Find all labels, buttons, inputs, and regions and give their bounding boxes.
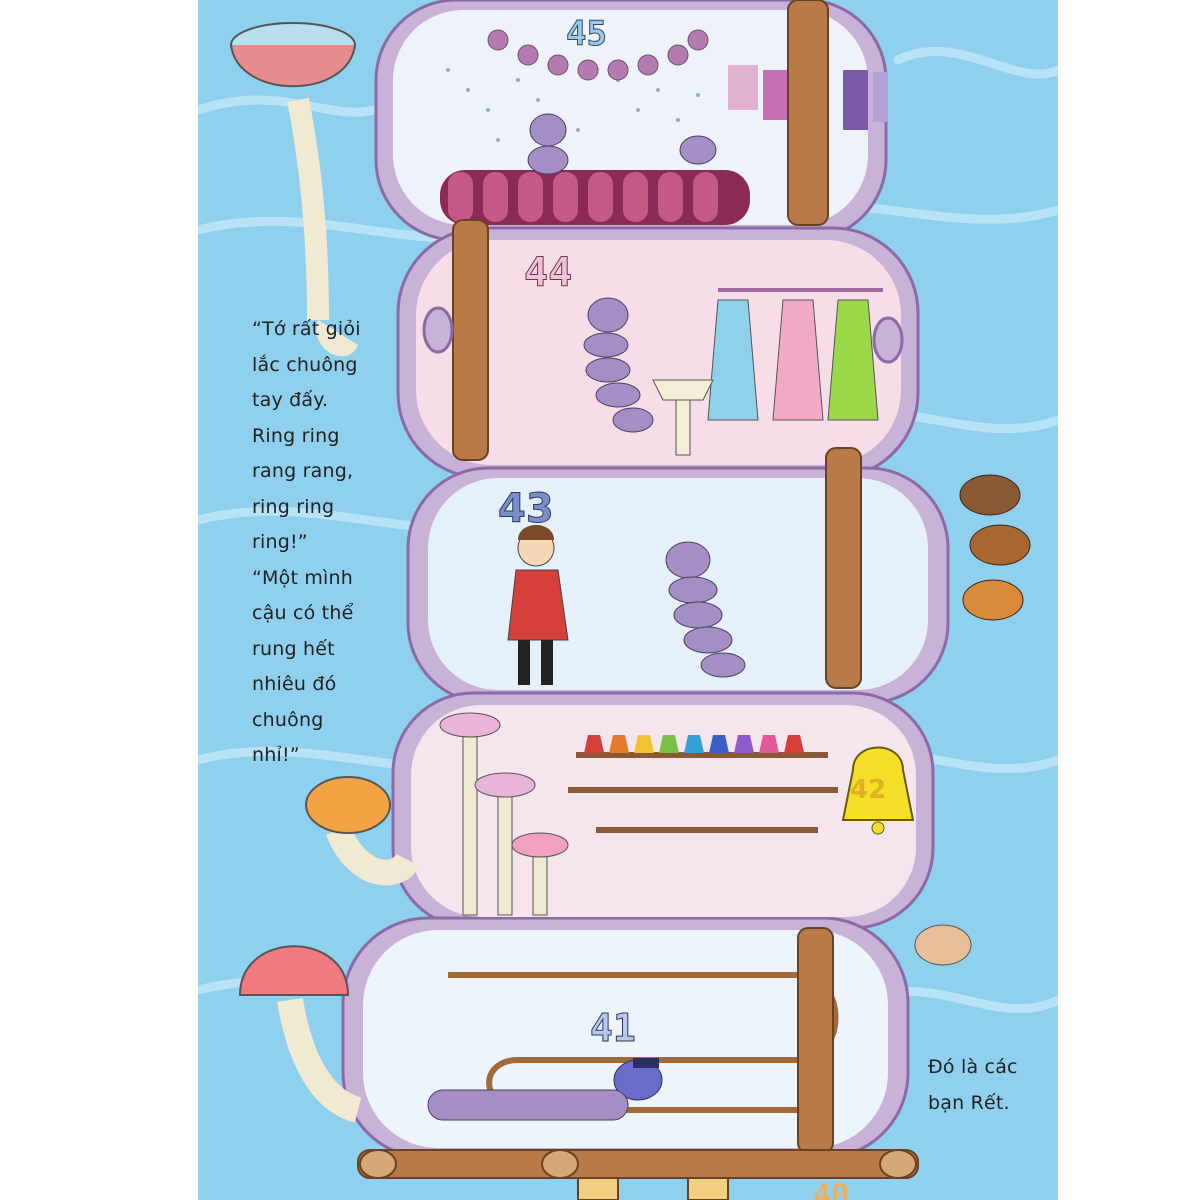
centipede-bathing-icon: [527, 113, 717, 175]
quote-line: Ring ring: [252, 424, 340, 447]
side-mushroom-icon: [914, 924, 972, 966]
bead-garland-icon: [487, 29, 709, 81]
log-post-icon: [797, 927, 834, 1154]
quote-line: rung hết: [252, 637, 335, 660]
quote-line: nhiêu đó: [252, 673, 337, 695]
pink-mushroom-icon: [238, 945, 363, 1123]
floor-number-42: 42: [850, 775, 887, 805]
porthole-icon: [422, 306, 904, 364]
quote-line: chuông: [252, 708, 324, 731]
log-post-icon: [452, 219, 489, 461]
orange-mushroom-icon: [305, 776, 420, 886]
floor-number-41: 41: [590, 1006, 637, 1051]
floor-number-45: 45: [566, 14, 608, 55]
centipede-with-bells-icon: [665, 541, 746, 678]
caption-line: bạn Rết.: [928, 1091, 1010, 1114]
quote-line: tay đấy.: [252, 389, 329, 411]
quote-line: nhỉ!”: [252, 744, 300, 766]
mushroom-bowl-icon: [230, 22, 358, 357]
quote-line: “Tớ rất giỏi: [252, 318, 361, 340]
quote-line: cậu có thể: [252, 602, 354, 624]
bottom-logs-icon: [357, 1149, 919, 1200]
quote-line: “Một mình: [252, 566, 354, 589]
hanging-towels-icon: [728, 65, 888, 130]
quote-line: ring!”: [252, 531, 308, 553]
centipede-train-icon: [427, 1058, 663, 1121]
caption-line: Đó là các: [928, 1056, 1018, 1078]
story-caption-text: Đó là các bạn Rết.: [928, 1050, 1018, 1121]
centipede-icon: [583, 297, 654, 433]
girl-icon: [507, 525, 569, 685]
floor-number-40: 40: [813, 1178, 850, 1200]
tall-mushrooms-icon: [439, 712, 569, 916]
big-bell-icon: [841, 746, 915, 835]
quote-line: rang rang,: [252, 460, 354, 482]
dresses-rack-icon: [707, 288, 883, 421]
sink-icon: [652, 379, 714, 456]
quote-line: ring ring: [252, 495, 335, 518]
floor-number-44: 44: [523, 250, 573, 297]
tub-icon: [440, 170, 750, 225]
wall-mushrooms-icon: [959, 474, 1031, 621]
story-quote-text: “Tớ rất giỏi lắc chuông tay đấy. Ring ri…: [252, 312, 361, 774]
bell-shelves-icon: [568, 735, 838, 833]
log-post-icon: [825, 447, 862, 689]
log-post-icon: [787, 0, 829, 226]
tower-illustration: [230, 0, 1031, 1200]
book-page: 45 44 43 42 41 40 “Tớ rất giỏi lắc chuôn…: [198, 0, 1058, 1200]
floor-number-43: 43: [498, 486, 555, 533]
quote-line: lắc chuông: [252, 353, 358, 376]
